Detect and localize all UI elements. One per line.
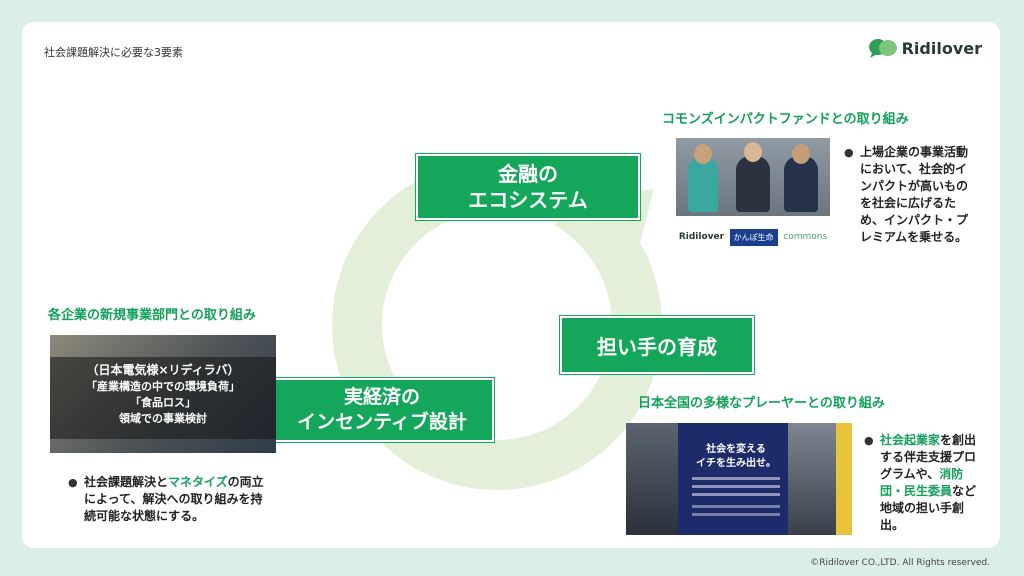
poster-headline-2: イチを生み出せ。 [696,458,776,469]
bullet-dot: ● [864,434,874,447]
corporate-section-title: 各企業の新規事業部門との取り組み [48,308,256,323]
incentive-box-line1: 実経済の [343,386,420,408]
incentive-design-box: 実経済の インセンティブ設計 [270,378,494,442]
slide: 社会課題解決に必要な3要素 Ridilover 金融の エコシステム 担い手の育… [22,22,1000,548]
national-bullet: ● 社会起業家を創出する伴走支援プログラムや、消防団・民生委員など地域の担い手創… [864,432,984,534]
corporate-photo: （日本電気様×リディラバ） 「産業構造の中での環境負荷」 「食品ロス」 領域での… [50,335,276,453]
poster-headline-1: 社会を変える [706,444,766,455]
finance-box-line2: エコシステム [468,188,588,212]
national-section-title: 日本全国の多様なプレーヤーとの取り組み [638,396,885,411]
corporate-photo-line3: 「食品ロス」 [130,396,196,409]
commons-bullet: ● 上場企業の事業活動において、社会的インパクトが高いものを社会に広げるため、イ… [844,144,974,246]
talent-development-box: 担い手の育成 [560,316,754,374]
finance-box-line1: 金融の [498,162,558,186]
bullet-dot: ● [68,476,78,489]
national-bullet-2: を創出する伴走支援プログラムや、 [880,433,977,481]
corporate-photo-line4: 領域での事業検討 [119,412,207,425]
cycle-arrow [332,160,662,490]
corporate-photo-line2: 「産業構造の中での環境負荷」 [86,380,240,393]
corporate-bullet-highlight: マネタイズ [168,475,228,489]
national-poster: 社会を変える イチを生み出せ。 [626,423,852,535]
national-bullet-4: など地域の担い手創出。 [880,484,977,532]
corporate-bullet-post: の両立によって、解決への取り組みを持続可能な状態にする。 [84,475,264,523]
partner-logo-kampo: かんぽ生命 [729,228,778,246]
national-bullet-hl2: 消防団・民生委員 [880,467,964,498]
slide-title: 社会課題解決に必要な3要素 [44,46,183,59]
copyright: ©Ridilover CO.,LTD. All Rights reserved. [810,558,990,568]
partner-logo-ridilover: Ridilover [678,232,725,242]
bullet-dot: ● [844,146,854,159]
talent-box-label: 担い手の育成 [597,334,717,359]
incentive-box-line2: インセンティブ設計 [297,411,467,433]
corporate-bullet-pre: 社会課題解決と [84,475,169,489]
partner-logo-commons: commons [783,232,828,242]
finance-ecosystem-box: 金融の エコシステム [416,154,640,220]
commons-section-title: コモンズインパクトファンドとの取り組み [662,112,909,127]
logo-text: Ridilover [901,38,982,58]
corporate-photo-line1: （日本電気様×リディラバ） [86,363,240,377]
national-bullet-hl1: 社会起業家 [880,433,941,447]
speech-bubbles-icon [868,39,897,58]
commons-bullet-text: 上場企業の事業活動において、社会的インパクトが高いものを社会に広げるため、インパ… [860,145,969,244]
meeting-photo [676,138,830,216]
commons-photo: Ridilover かんぽ生命 commons [676,138,830,254]
ridilover-logo: Ridilover [868,38,982,58]
corporate-bullet: ● 社会課題解決とマネタイズの両立によって、解決への取り組みを持続可能な状態にす… [68,474,268,525]
